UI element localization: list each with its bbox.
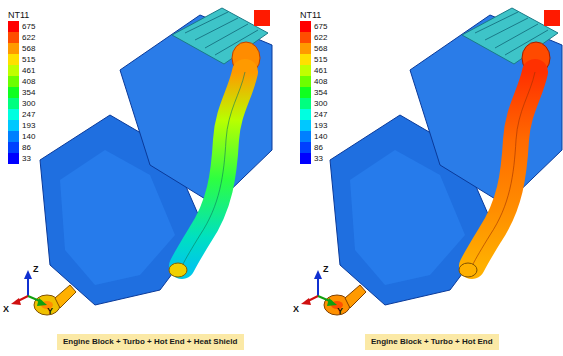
legend-value: 86 bbox=[22, 143, 31, 152]
legend-swatch bbox=[8, 65, 19, 76]
legend-swatch bbox=[300, 109, 311, 120]
axis-label: X bbox=[3, 304, 9, 314]
axis-label: Y bbox=[337, 306, 343, 316]
axis-label: X bbox=[293, 304, 299, 314]
legend-value: 622 bbox=[22, 33, 35, 42]
legend-swatch bbox=[300, 76, 311, 87]
legend-swatch bbox=[8, 43, 19, 54]
legend-value: 675 bbox=[314, 22, 327, 31]
legend-value: 86 bbox=[314, 143, 323, 152]
legend-swatch bbox=[300, 32, 311, 43]
legend-swatch bbox=[8, 109, 19, 120]
legend-value: 461 bbox=[314, 66, 327, 75]
legend-value: 140 bbox=[22, 132, 35, 141]
legend-value: 515 bbox=[22, 55, 35, 64]
legend-swatch bbox=[300, 98, 311, 109]
legend-value: 461 bbox=[22, 66, 35, 75]
axis-triad bbox=[11, 270, 47, 306]
caption-text: Engine Block + Turbo + Hot End bbox=[371, 337, 493, 347]
legend-value: 193 bbox=[314, 121, 327, 130]
legend-swatch bbox=[8, 76, 19, 87]
engine-model bbox=[11, 8, 272, 315]
legend-value: 247 bbox=[314, 110, 327, 119]
legend-value: 515 bbox=[314, 55, 327, 64]
legend-swatch bbox=[8, 54, 19, 65]
legend-value: 354 bbox=[22, 88, 35, 97]
legend-swatch bbox=[8, 142, 19, 153]
legend-swatch bbox=[300, 43, 311, 54]
legend-title: NT11 bbox=[8, 10, 29, 20]
legend-value: 300 bbox=[22, 99, 35, 108]
legend-swatch bbox=[300, 65, 311, 76]
axis-label: Y bbox=[47, 306, 53, 316]
legend-value: 140 bbox=[314, 132, 327, 141]
legend-value: 354 bbox=[314, 88, 327, 97]
legend-value: 675 bbox=[22, 22, 35, 31]
legend-value: 568 bbox=[314, 44, 327, 53]
legend-swatch bbox=[300, 21, 311, 32]
legend-value: 408 bbox=[22, 77, 35, 86]
legend-swatch bbox=[8, 32, 19, 43]
engine-model bbox=[301, 8, 562, 315]
legend-swatch bbox=[300, 120, 311, 131]
caption-box: Engine Block + Turbo + Hot End bbox=[365, 334, 499, 350]
legend-value: 33 bbox=[22, 154, 31, 163]
legend-swatch bbox=[8, 21, 19, 32]
legend-value: 568 bbox=[22, 44, 35, 53]
legend-value: 300 bbox=[314, 99, 327, 108]
legend-swatch bbox=[8, 98, 19, 109]
axis-label: Z bbox=[33, 264, 39, 274]
axis-label: Z bbox=[323, 264, 329, 274]
legend-value: 33 bbox=[314, 154, 323, 163]
legend-swatch bbox=[8, 87, 19, 98]
legend-value: 622 bbox=[314, 33, 327, 42]
legend-swatch bbox=[8, 153, 19, 164]
caption-box: Engine Block + Turbo + Hot End + Heat Sh… bbox=[57, 334, 244, 350]
legend-swatch bbox=[300, 87, 311, 98]
legend-value: 247 bbox=[22, 110, 35, 119]
legend-swatch bbox=[300, 131, 311, 142]
legend-value: 193 bbox=[22, 121, 35, 130]
legend-swatch bbox=[300, 54, 311, 65]
legend-title: NT11 bbox=[300, 10, 321, 20]
legend-swatch bbox=[8, 120, 19, 131]
legend-swatch bbox=[300, 142, 311, 153]
axis-triad bbox=[301, 270, 337, 306]
legend-value: 408 bbox=[314, 77, 327, 86]
caption-text: Engine Block + Turbo + Hot End + Heat Sh… bbox=[63, 337, 238, 347]
legend-swatch bbox=[300, 153, 311, 164]
legend-swatch bbox=[8, 131, 19, 142]
